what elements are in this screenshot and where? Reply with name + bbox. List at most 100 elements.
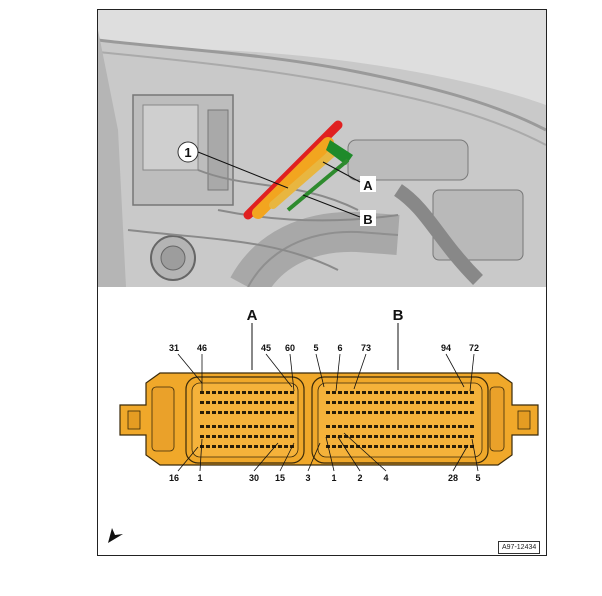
pin-contact bbox=[218, 435, 222, 438]
pin-contact bbox=[464, 411, 468, 414]
pin-contact bbox=[236, 391, 240, 394]
figure-reference-code: A97-12434 bbox=[498, 541, 541, 554]
pin-label-top: 72 bbox=[469, 343, 479, 353]
pin-contact bbox=[464, 425, 468, 428]
pin-label-bottom: 30 bbox=[249, 473, 259, 483]
pin-contact bbox=[212, 445, 216, 448]
pin-contact bbox=[356, 435, 360, 438]
pin-contact bbox=[386, 411, 390, 414]
pin-contact bbox=[272, 445, 276, 448]
pin-contact bbox=[452, 425, 456, 428]
pin-contact bbox=[206, 401, 210, 404]
pin-contact bbox=[374, 411, 378, 414]
connector-highlight bbox=[243, 120, 353, 220]
pin-contact bbox=[440, 425, 444, 428]
pin-contact bbox=[290, 425, 294, 428]
pin-contact bbox=[332, 445, 336, 448]
pin-contact bbox=[224, 445, 228, 448]
pin-contact bbox=[470, 401, 474, 404]
pin-contact bbox=[458, 435, 462, 438]
pin-contact bbox=[446, 401, 450, 404]
pin-contact bbox=[470, 391, 474, 394]
pin-contact bbox=[356, 445, 360, 448]
pin-label-top: 94 bbox=[441, 343, 451, 353]
pin-contact bbox=[356, 391, 360, 394]
pin-contact bbox=[464, 435, 468, 438]
pin-contact bbox=[254, 425, 258, 428]
pin-contact bbox=[446, 435, 450, 438]
pin-contact bbox=[278, 401, 282, 404]
pin-contact bbox=[422, 425, 426, 428]
pin-contact bbox=[248, 445, 252, 448]
pin-contact bbox=[374, 401, 378, 404]
pin-contact bbox=[344, 425, 348, 428]
pin-contact bbox=[206, 391, 210, 394]
pin-contact bbox=[254, 391, 258, 394]
pin-contact bbox=[326, 411, 330, 414]
pin-contact bbox=[398, 391, 402, 394]
pin-contact bbox=[230, 425, 234, 428]
pin-contact bbox=[446, 425, 450, 428]
pin-contact bbox=[218, 425, 222, 428]
pin-contact bbox=[266, 445, 270, 448]
callout-1-label: 1 bbox=[184, 145, 191, 160]
pin-contact bbox=[368, 435, 372, 438]
engine-bay-photo: 1 A B bbox=[98, 10, 546, 287]
pin-contact bbox=[290, 401, 294, 404]
pin-contact bbox=[332, 401, 336, 404]
pin-contact bbox=[422, 401, 426, 404]
pin-contact bbox=[278, 435, 282, 438]
pin-contact bbox=[380, 391, 384, 394]
pin-contact bbox=[458, 391, 462, 394]
pin-contact bbox=[440, 401, 444, 404]
pin-contact bbox=[374, 445, 378, 448]
pin-contact bbox=[218, 401, 222, 404]
pin-contact bbox=[392, 401, 396, 404]
pin-contact bbox=[224, 411, 228, 414]
pin-contact bbox=[284, 401, 288, 404]
pin-contact bbox=[242, 411, 246, 414]
pin-contact bbox=[254, 401, 258, 404]
pin-label-top: 60 bbox=[285, 343, 295, 353]
pin-contact bbox=[332, 411, 336, 414]
pin-contact bbox=[428, 411, 432, 414]
pin-contact bbox=[380, 435, 384, 438]
pin-contact bbox=[464, 391, 468, 394]
pin-contact bbox=[200, 435, 204, 438]
pin-contact bbox=[470, 445, 474, 448]
pin-contact bbox=[278, 391, 282, 394]
pin-contact bbox=[410, 425, 414, 428]
pin-label-bottom: 4 bbox=[383, 473, 388, 483]
pin-contact bbox=[398, 425, 402, 428]
pin-label-top: 46 bbox=[197, 343, 207, 353]
orientation-arrow-icon bbox=[108, 528, 123, 543]
pin-contact bbox=[242, 435, 246, 438]
pin-contact bbox=[380, 425, 384, 428]
pin-contact bbox=[410, 411, 414, 414]
pin-contact bbox=[272, 401, 276, 404]
pin-contact bbox=[398, 435, 402, 438]
pin-contact bbox=[248, 391, 252, 394]
pin-label-bottom: 2 bbox=[357, 473, 362, 483]
pin-contact bbox=[260, 411, 264, 414]
pin-contact bbox=[404, 435, 408, 438]
pin-contact bbox=[260, 391, 264, 394]
pin-contact bbox=[440, 411, 444, 414]
pin-contact bbox=[344, 391, 348, 394]
pin-contact bbox=[458, 425, 462, 428]
pin-contact bbox=[218, 391, 222, 394]
pin-contact bbox=[392, 445, 396, 448]
pin-contact bbox=[200, 425, 204, 428]
pin-contact bbox=[338, 411, 342, 414]
pin-contact bbox=[368, 391, 372, 394]
pin-contact bbox=[404, 401, 408, 404]
pin-contact bbox=[254, 445, 258, 448]
pin-contact bbox=[470, 411, 474, 414]
pin-contact bbox=[368, 411, 372, 414]
pin-contact bbox=[428, 401, 432, 404]
pin-contact bbox=[392, 391, 396, 394]
pin-contact bbox=[266, 391, 270, 394]
pin-contact bbox=[248, 411, 252, 414]
pin-contact bbox=[236, 435, 240, 438]
pin-contact bbox=[260, 401, 264, 404]
